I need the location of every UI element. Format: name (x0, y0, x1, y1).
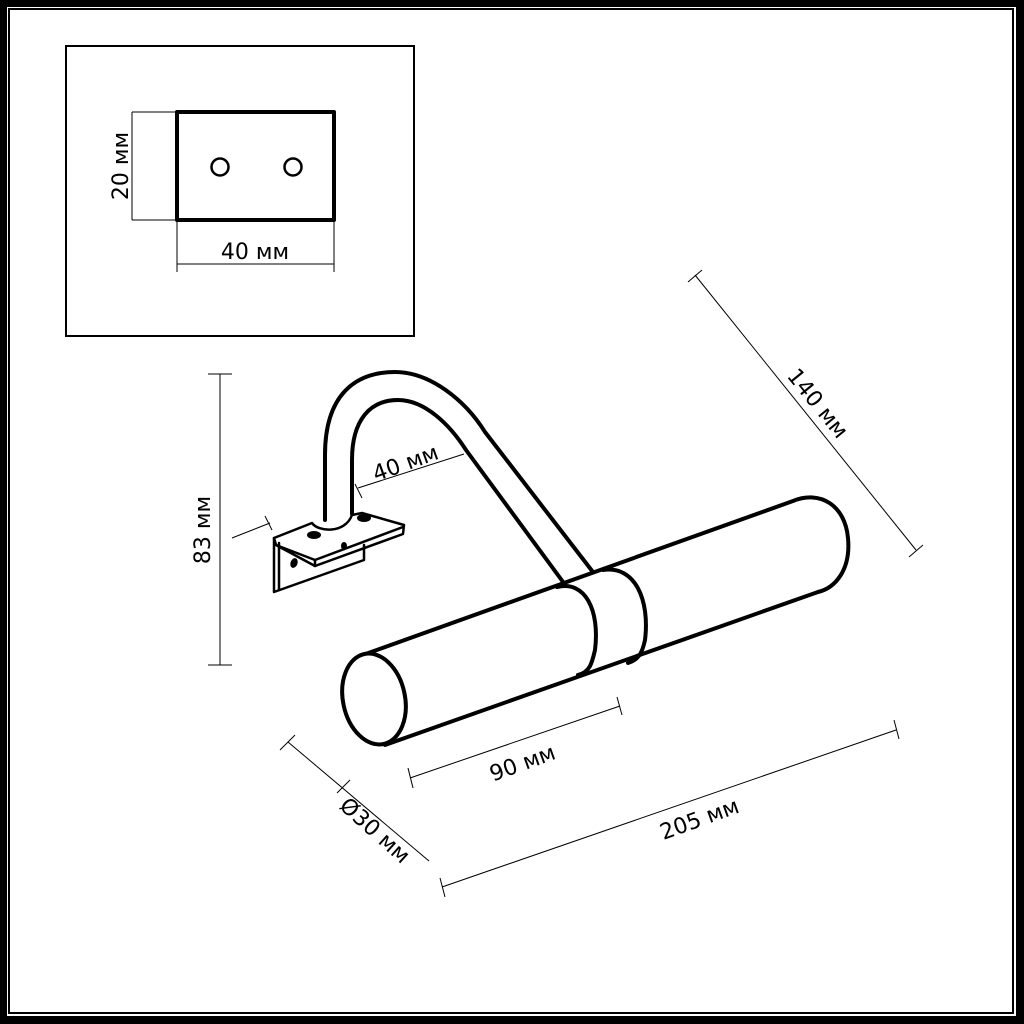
height-label: 83 мм (191, 496, 216, 564)
bracket-hole-left (307, 531, 321, 539)
lamp-shade (340, 495, 851, 747)
total-length-dimension: 205 мм (439, 719, 900, 898)
shade-section-label: 90 мм (486, 740, 559, 787)
inset-height-label: 20 мм (109, 132, 134, 200)
wall-bracket (272, 511, 406, 594)
inset-width-label: 40 мм (221, 240, 289, 265)
shade-end-cap (340, 651, 408, 747)
bracket-screw (341, 542, 347, 550)
shade-ring-right (601, 567, 648, 665)
plate-depth-label: 40 мм (369, 440, 442, 487)
inset-border (65, 45, 415, 337)
shade-ring-left (555, 583, 598, 677)
inset-height-dimension: 20 мм (109, 111, 177, 221)
lamp-illustration (272, 370, 851, 747)
mounting-hole-left (210, 157, 230, 177)
inner-frame (8, 8, 1014, 1014)
lamp-arm (323, 370, 598, 588)
inset-panel: 20 мм 40 мм (65, 45, 415, 337)
diameter-label: Ø30 мм (334, 793, 414, 869)
mounting-hole-right (283, 157, 303, 177)
total-length-label: 205 мм (657, 794, 743, 846)
mounting-plate (175, 110, 336, 222)
diameter-dimension: Ø30 мм (279, 734, 430, 869)
height-dimension: 83 мм (191, 373, 232, 666)
bracket-hole-side (290, 558, 298, 568)
bracket-hole-right (357, 514, 371, 522)
arm-reach-label: 140 мм (781, 364, 852, 444)
inset-width-dimension: 40 мм (176, 220, 335, 272)
